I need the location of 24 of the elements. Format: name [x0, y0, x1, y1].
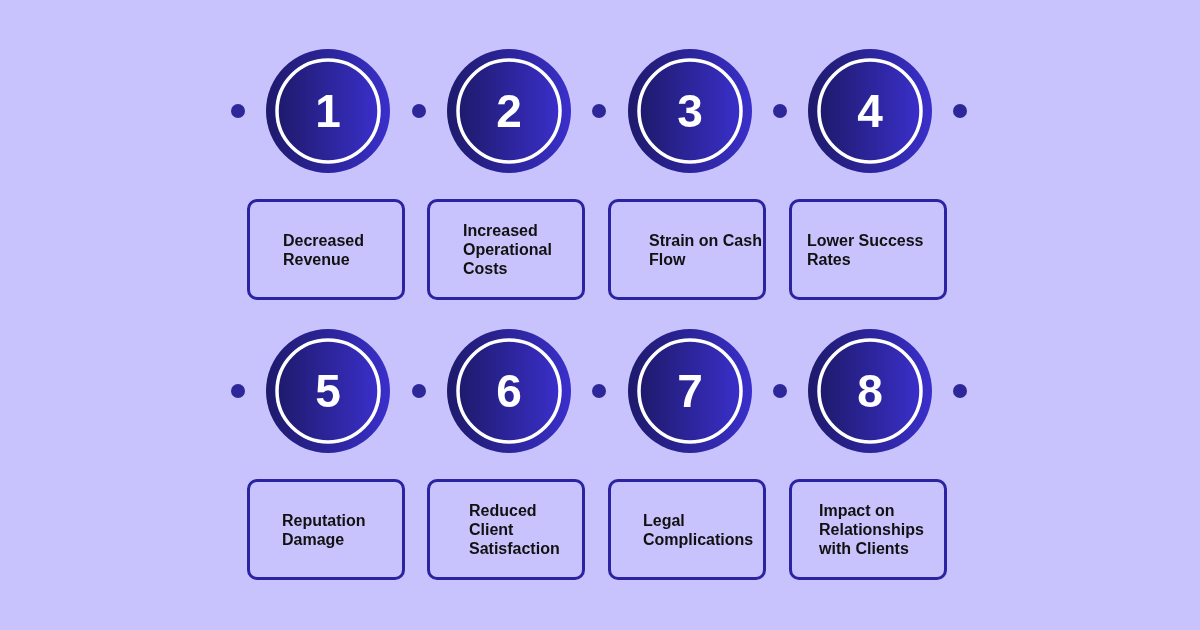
text-card: [247, 479, 405, 580]
step-number: 2: [496, 88, 522, 134]
step-number: 7: [677, 368, 703, 414]
step-number: 3: [677, 88, 703, 134]
card-text: Impact on Relationships with Clients: [819, 501, 925, 558]
step-number: 6: [496, 368, 522, 414]
card-text: Lower Success Rates: [807, 230, 925, 269]
text-card: [608, 199, 766, 300]
step-number: 5: [315, 368, 341, 414]
text-card: [789, 199, 947, 300]
card-text: Reputation Damage: [282, 510, 367, 549]
text-card: [608, 479, 766, 580]
text-card: [789, 479, 947, 580]
card-text: Strain on Cash Flow: [649, 230, 763, 269]
card-text: Legal Complications: [643, 510, 755, 549]
step-number: 1: [315, 88, 341, 134]
card-text: Decreased Revenue: [283, 230, 365, 269]
text-card: [427, 199, 585, 300]
step-number: 4: [857, 88, 883, 134]
text-card: [427, 479, 585, 580]
text-card: [247, 199, 405, 300]
card-text: Increased Operational Costs: [463, 221, 553, 278]
card-text: Reduced Client Satisfaction: [469, 501, 561, 558]
step-number: 8: [857, 368, 883, 414]
